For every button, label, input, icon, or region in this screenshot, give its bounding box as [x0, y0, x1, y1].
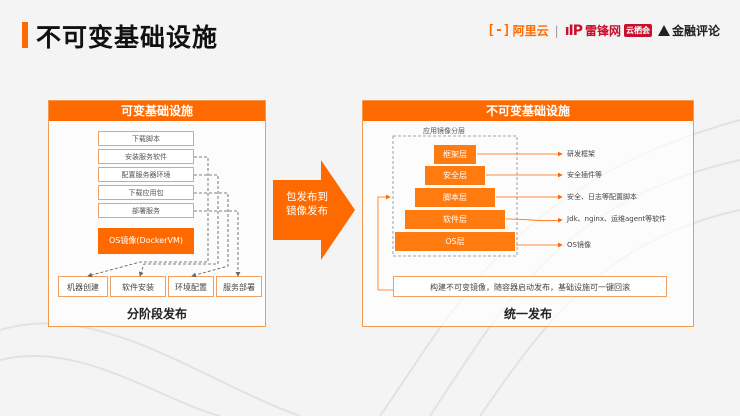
leifeng-logo: ıIP 雷锋网 云栖会 [565, 22, 652, 39]
step-configure-env: 配置服务器环境 [98, 167, 194, 182]
mutable-infra-footer: 分阶段发布 [126, 307, 187, 321]
immutable-infra-title: 不可变基础设施 [363, 101, 693, 121]
stage-service-deploy: 服务部署 [216, 276, 262, 297]
layer-framework: 框架层 [434, 145, 476, 164]
layer-os: OS层 [395, 232, 515, 251]
logo-strip: [-] 阿里云 | ıIP 雷锋网 云栖会 金融评论 [487, 22, 720, 39]
aliyun-bracket-icon: [-] [487, 23, 511, 38]
release-arrow-line1: 包发布到 [286, 191, 328, 203]
immutable-build-box: 构建不可变镜像，随容器启动发布，基础设施可一键回滚 [393, 276, 667, 297]
layer-security: 安全层 [425, 166, 485, 185]
os-image-box: OS镜像(DockerVM) [98, 228, 194, 254]
step-install-software: 安装服务软件 [98, 149, 194, 164]
annotation-software: Jdk、nginx、运维agent等软件 [567, 215, 667, 223]
stage-env-config: 环境配置 [168, 276, 214, 297]
leifeng-logo-text: 雷锋网 [584, 24, 621, 38]
leifeng-mark-icon: ıIP [564, 22, 583, 39]
jinrong-logo-text: 金融评论 [671, 24, 720, 38]
step-download-script: 下载脚本 [98, 131, 194, 146]
release-arrow [273, 160, 355, 260]
annotation-script: 安全、日志等配置脚本 [567, 193, 637, 201]
release-arrow-text: 包发布到 镜像发布 [277, 190, 337, 218]
aliyun-logo-text: 阿里云 [512, 24, 549, 38]
immutable-infra-footer: 统一发布 [503, 307, 552, 321]
image-layers-caption: 应用镜像分层 [423, 127, 465, 135]
leifeng-badge: 云栖会 [623, 24, 652, 37]
annotation-framework: 研发框架 [567, 150, 595, 158]
aliyun-logo: [-] 阿里云 [487, 22, 549, 39]
jinrong-triangle-icon [657, 25, 670, 36]
release-arrow-line2: 镜像发布 [286, 205, 328, 217]
logo-divider: | [554, 23, 559, 38]
title-accent-bar [22, 22, 28, 48]
annotation-os: OS镜像 [567, 241, 591, 249]
mutable-infra-title: 可变基础设施 [49, 101, 265, 121]
layer-software: 软件层 [405, 210, 505, 229]
stage-machine-create: 机器创建 [58, 276, 108, 297]
step-deploy-service: 部署服务 [98, 203, 194, 218]
step-download-app: 下载应用包 [98, 185, 194, 200]
layer-script: 脚本层 [415, 188, 495, 207]
annotation-security: 安全插件等 [567, 171, 602, 179]
page-title: 不可变基础设施 [36, 23, 219, 52]
stage-software-install: 软件安装 [110, 276, 166, 297]
jinrong-logo: 金融评论 [657, 22, 720, 39]
